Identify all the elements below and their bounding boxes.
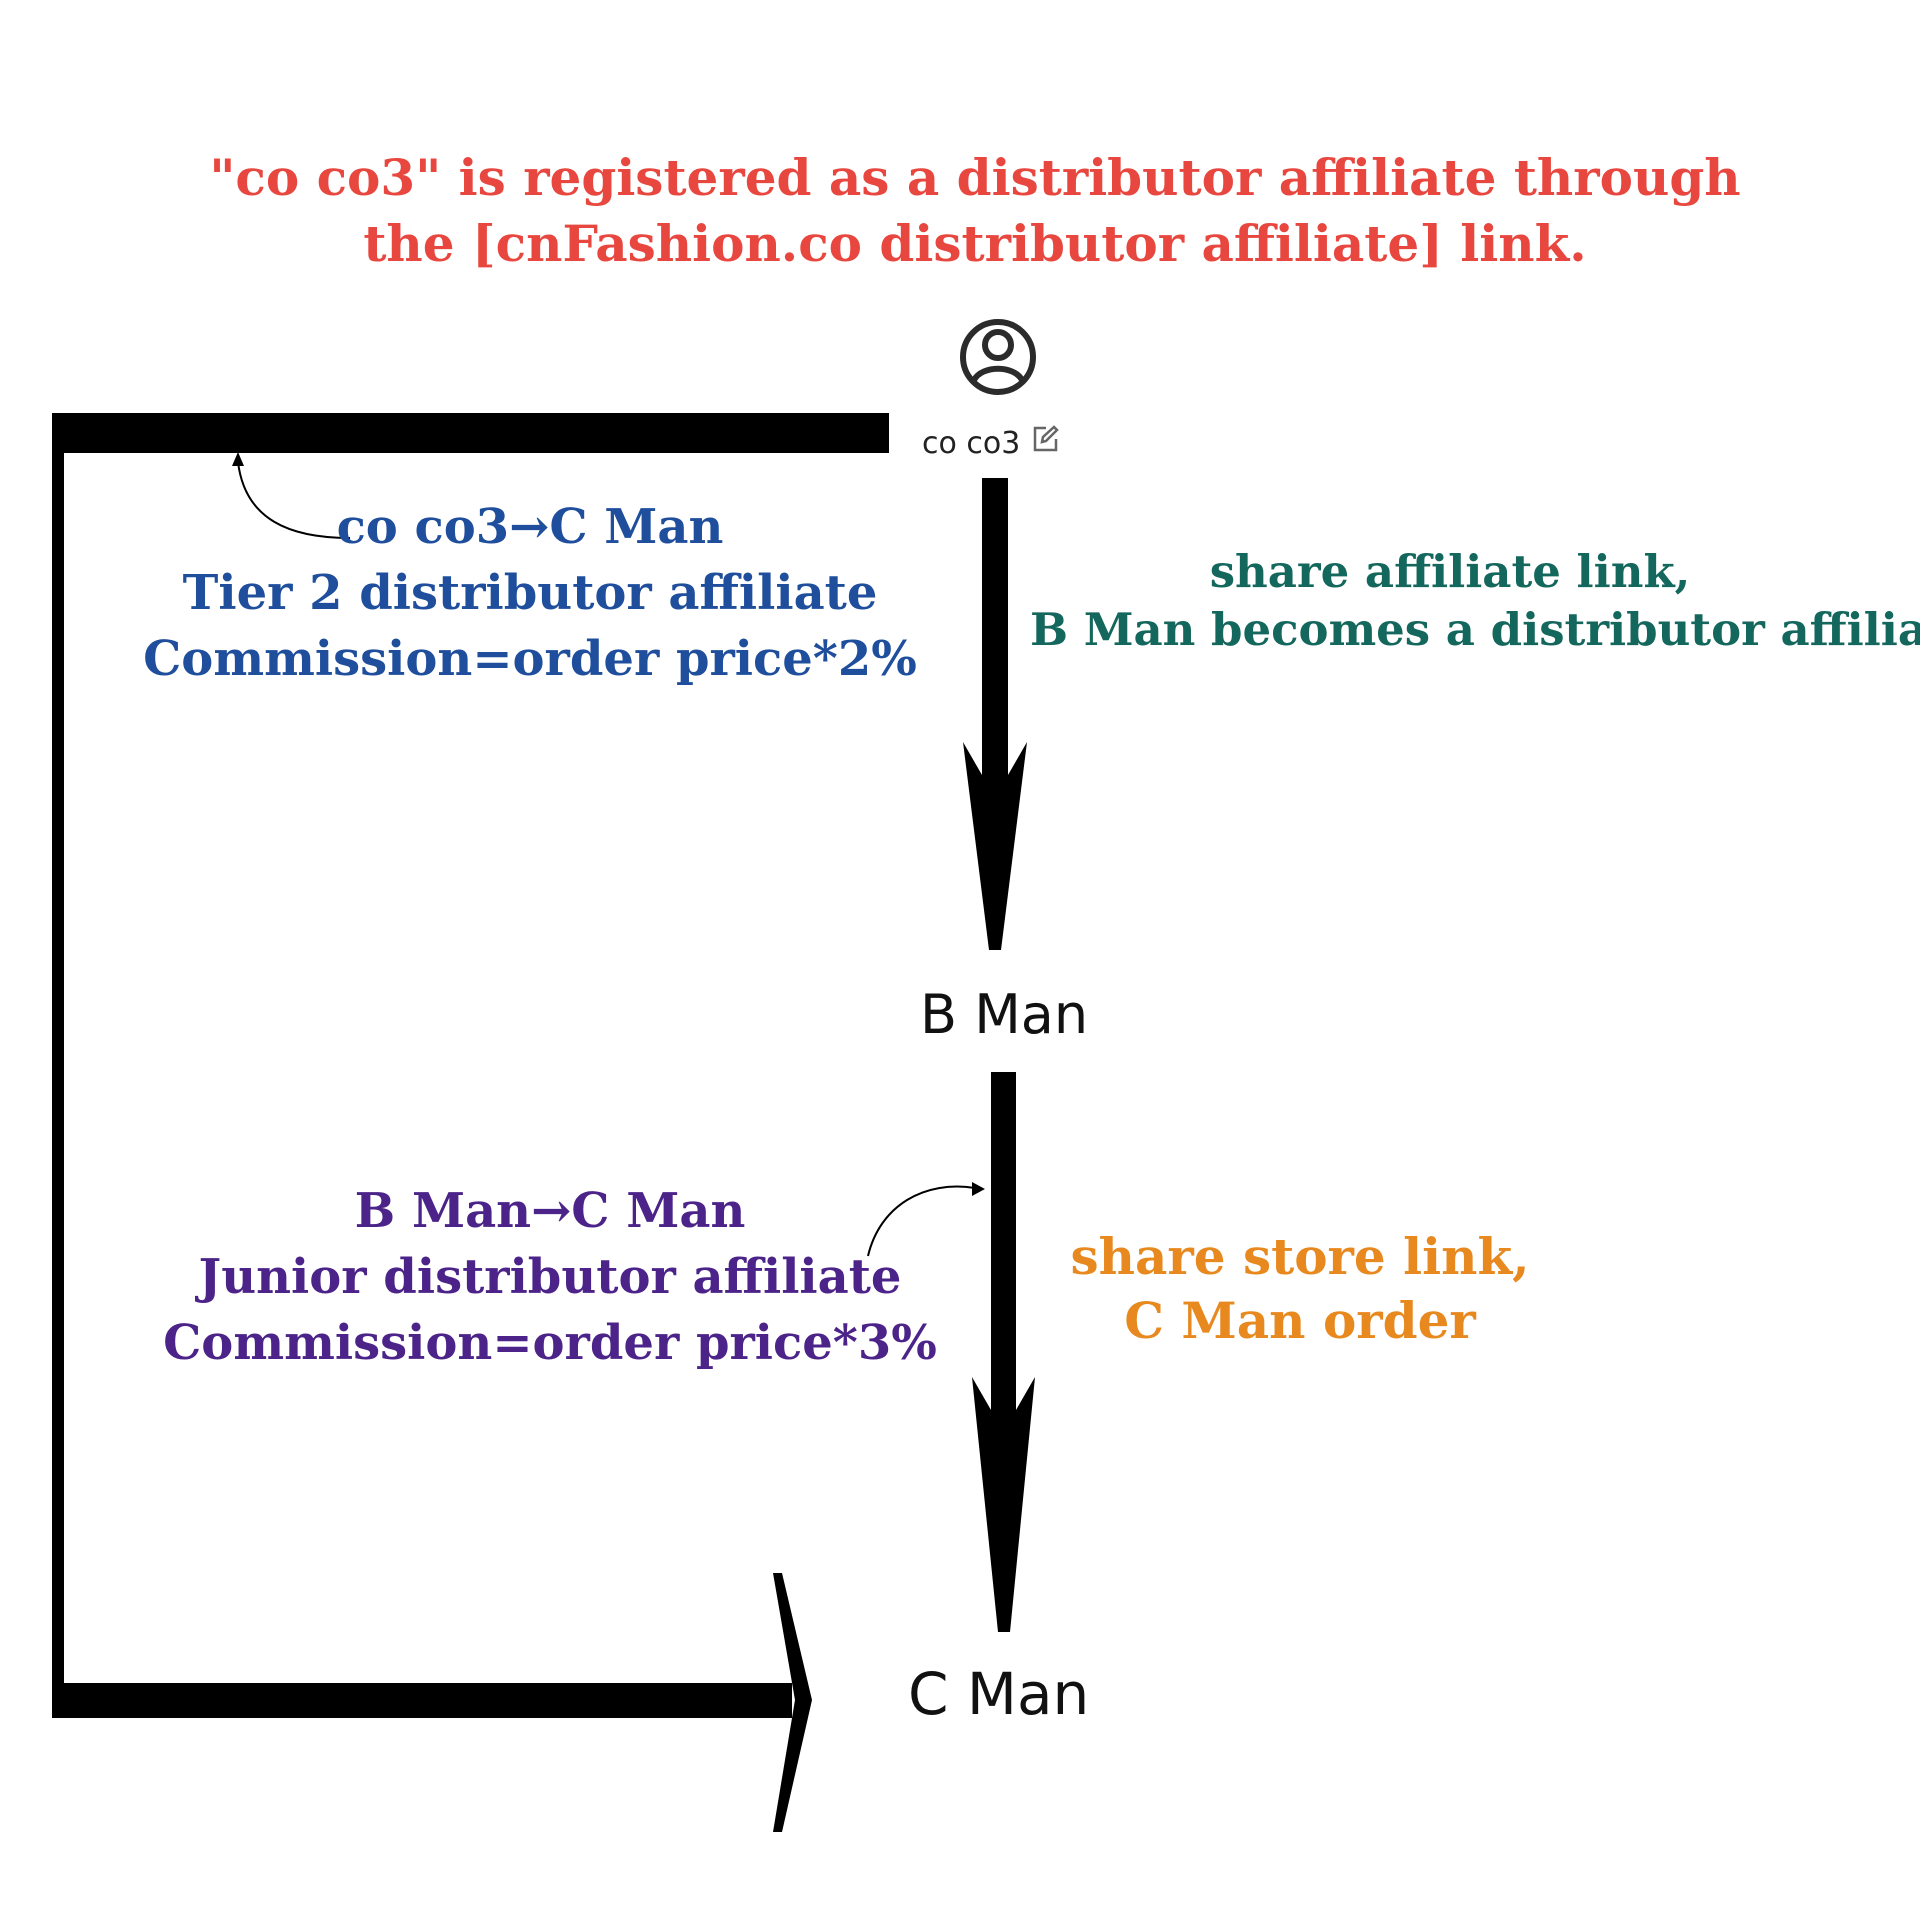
user-name-row: co co3 bbox=[922, 424, 1060, 462]
title-line-2: the [cnFashion.co distributor affiliate]… bbox=[363, 214, 1587, 273]
bracket-left-bar bbox=[52, 413, 64, 1718]
tier2-pointer bbox=[232, 452, 351, 539]
tier2-note-line-3: Commission=order price*2% bbox=[143, 631, 917, 687]
tier2-bracket-connector bbox=[52, 413, 889, 1832]
arrow-bman-to-cman bbox=[972, 1072, 1035, 1632]
node-c-man: C Man bbox=[908, 1660, 1090, 1728]
affiliate-share-note: share affiliate link, B Man becomes a di… bbox=[1030, 543, 1920, 659]
bracket-arrowhead bbox=[773, 1573, 812, 1832]
tier2-note-line-2: Tier 2 distributor affiliate bbox=[182, 565, 878, 621]
user-avatar-icon bbox=[960, 319, 1036, 395]
title-line-1: "co co3" is registered as a distributor … bbox=[209, 148, 1741, 207]
store-share-line-1: share store link, bbox=[1070, 1227, 1530, 1286]
junior-pointer bbox=[867, 1182, 985, 1257]
bracket-top-bar bbox=[52, 413, 889, 453]
junior-note-line-2: Junior distributor affiliate bbox=[198, 1249, 902, 1305]
store-share-line-2: C Man order bbox=[1124, 1291, 1476, 1350]
page-title: "co co3" is registered as a distributor … bbox=[0, 145, 1920, 277]
tier2-note-line-1: co co3→C Man bbox=[336, 499, 724, 555]
junior-note-line-3: Commission=order price*3% bbox=[163, 1315, 937, 1371]
node-b-man: B Man bbox=[920, 983, 1089, 1046]
bracket-bottom-bar bbox=[52, 1683, 792, 1718]
user-name: co co3 bbox=[922, 425, 1021, 461]
edit-icon[interactable] bbox=[1030, 424, 1060, 462]
affiliate-share-line-2: B Man becomes a distributor affiliate bbox=[1030, 603, 1920, 656]
store-share-note: share store link, C Man order bbox=[1050, 1225, 1550, 1353]
junior-note-line-1: B Man→C Man bbox=[354, 1183, 746, 1239]
affiliate-share-line-1: share affiliate link, bbox=[1209, 545, 1691, 598]
tier2-note: co co3→C Man Tier 2 distributor affiliat… bbox=[130, 494, 930, 692]
junior-note: B Man→C Man Junior distributor affiliate… bbox=[150, 1178, 950, 1376]
arrow-coco3-to-bman bbox=[963, 478, 1027, 950]
